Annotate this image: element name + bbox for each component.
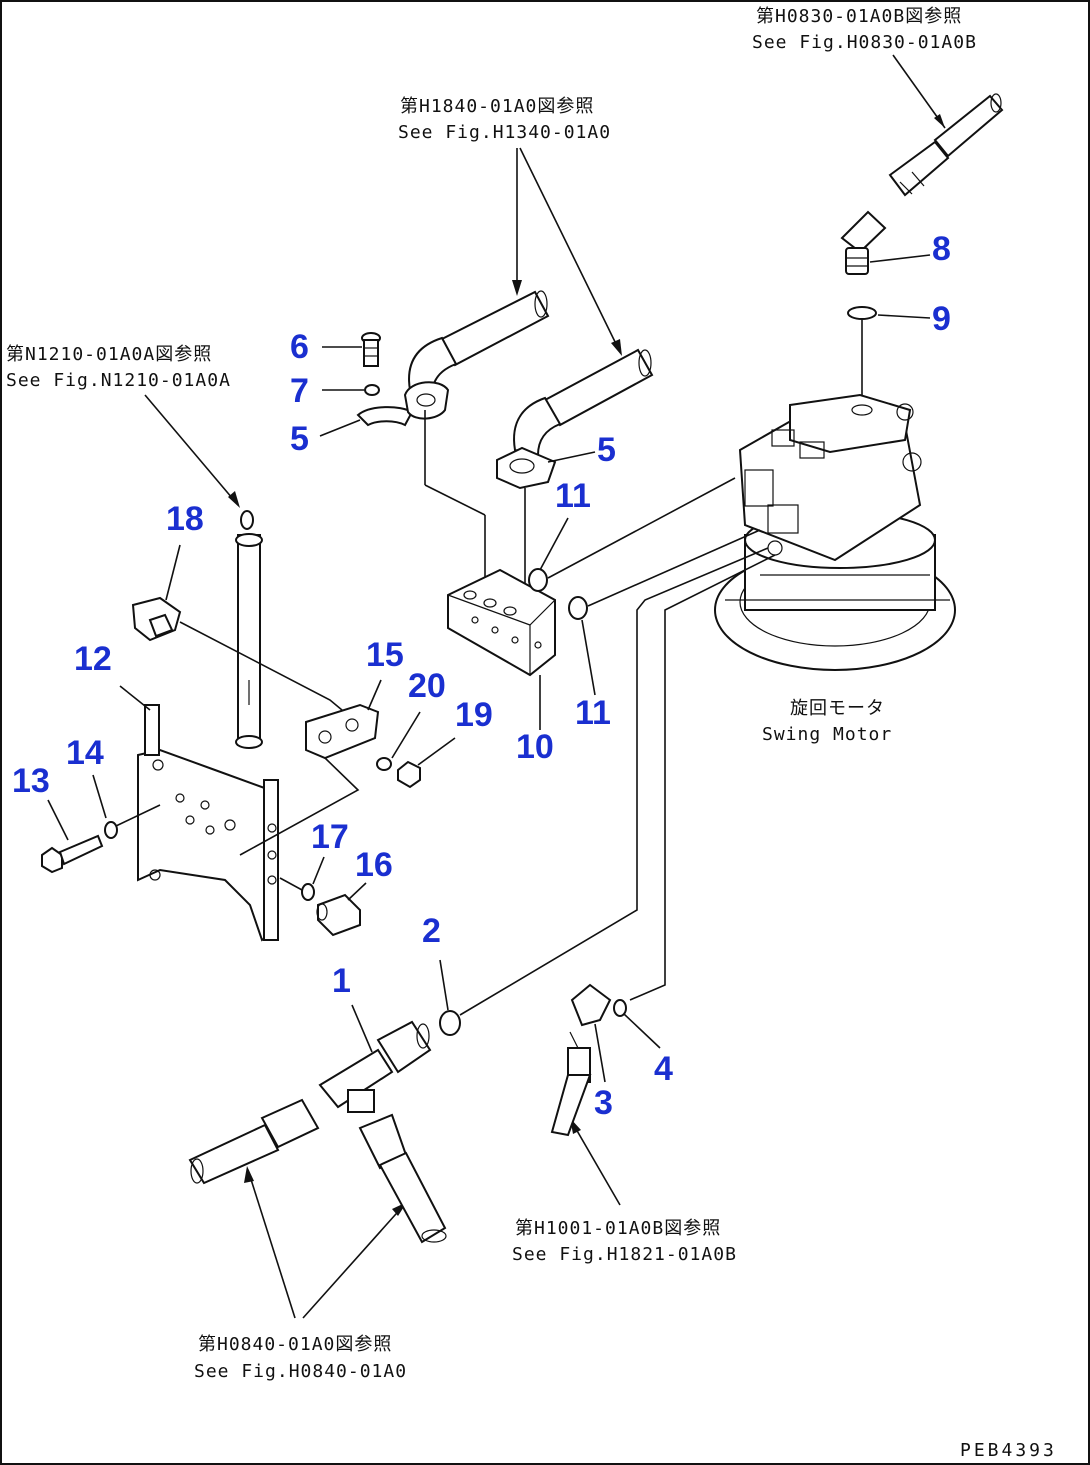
leader-5-right: [547, 451, 596, 463]
callout-2: 2: [422, 912, 441, 950]
nut-19: [397, 760, 421, 789]
leader-15: [367, 679, 382, 711]
bolt-13: [41, 834, 104, 874]
manifold-block-10: [447, 568, 556, 677]
callout-10: 10: [516, 728, 554, 766]
leader-11-lower-motor: [587, 529, 761, 607]
callout-14: 14: [66, 734, 104, 772]
leader-18: [165, 544, 181, 601]
flange-5-right: [496, 446, 557, 490]
leader-motor-to-2: [459, 547, 769, 1016]
ref-bottom-mid-jp: 第H1001-01A0B図参照: [515, 1218, 721, 1239]
leader-16: [347, 882, 367, 901]
leader-11-upper: [539, 517, 569, 571]
leader-8: [869, 254, 931, 263]
leader-2: [439, 959, 449, 1011]
callout-18: 18: [166, 500, 204, 538]
callout-12: 12: [74, 640, 112, 678]
o-ring-11-lower: [568, 596, 588, 620]
callout-19: 19: [455, 696, 493, 734]
motor-label-en: Swing Motor: [762, 724, 892, 745]
leader-11-upper-motor: [547, 477, 736, 579]
callout-15: 15: [366, 636, 404, 674]
leader-4: [623, 1013, 661, 1049]
leader-14: [92, 774, 107, 819]
callout-7: 7: [290, 372, 309, 410]
leader-12: [119, 685, 151, 711]
bolt-6: [361, 332, 381, 367]
ref-top-right-jp: 第H0830-01A0B図参照: [756, 6, 962, 27]
hose-bottom-left-b: [358, 1113, 447, 1244]
plate-15: [305, 703, 380, 760]
bracket-clamp-18: [131, 596, 182, 642]
swing-motor: [714, 393, 956, 671]
leader-5-left: [319, 419, 361, 437]
ref-bottom-mid-en: See Fig.H1821-01A0B: [512, 1244, 737, 1265]
tee-fitting-1: [318, 1020, 432, 1113]
callout-13: 13: [12, 762, 50, 800]
hose-top-right: [888, 93, 1004, 197]
callout-6: 6: [290, 328, 309, 366]
o-ring-9: [847, 306, 877, 320]
callout-1: 1: [332, 962, 351, 1000]
o-ring-2: [439, 1010, 461, 1036]
callout-5-right: 5: [597, 431, 616, 469]
leader-19: [417, 737, 456, 766]
washer-20: [376, 757, 392, 771]
leader-13: [47, 799, 69, 841]
ref-bottom-left-jp: 第H0840-01A0図参照: [198, 1334, 392, 1355]
clamp-5-left: [356, 406, 414, 427]
bracket-plate-12: [137, 704, 279, 942]
ref-top-mid-en: See Fig.H1340-01A0: [398, 122, 611, 143]
elbow-fitting-3: [550, 983, 612, 1137]
leader-17-bracket: [279, 877, 303, 891]
bolt-16: [316, 893, 361, 937]
elbow-fitting-8: [840, 210, 887, 275]
leader-18-to-15: [179, 621, 361, 726]
ref-top-mid-jp: 第H1840-01A0図参照: [400, 96, 594, 117]
drawing-code: PEB4393: [960, 1440, 1057, 1461]
callout-20: 20: [408, 667, 446, 705]
callout-11-upper: 11: [555, 477, 591, 515]
ref-top-right-en: See Fig.H0830-01A0B: [752, 32, 977, 53]
callout-11-lower: 11: [575, 694, 611, 732]
callout-4: 4: [654, 1050, 673, 1088]
washer-17: [301, 883, 315, 901]
motor-label-jp: 旋回モータ: [790, 698, 885, 719]
washer-7: [364, 384, 380, 396]
hose-bottom-left-a: [188, 1098, 320, 1185]
leader-hose-block-b: [424, 484, 486, 516]
leader-motor-to-4: [629, 554, 776, 1001]
leader-15-to-bracket: [239, 757, 360, 856]
leader-20: [391, 711, 421, 759]
hose-middle-right: [513, 348, 654, 457]
hose-middle-left: [408, 290, 550, 397]
ref-bottom-left-en: See Fig.H0840-01A0: [194, 1361, 407, 1382]
washer-14: [104, 821, 118, 839]
leader-9: [877, 314, 931, 319]
leader-3: [594, 1023, 606, 1083]
leader-1: [351, 1004, 373, 1053]
callout-9: 9: [932, 300, 951, 338]
callout-8: 8: [932, 230, 951, 268]
tube-rod: [235, 510, 263, 749]
leader-11-lower: [581, 619, 596, 696]
ref-left-en: See Fig.N1210-01A0A: [6, 370, 231, 391]
callout-5-left: 5: [290, 420, 309, 458]
clamp-upper-left: [403, 381, 450, 420]
callout-16: 16: [355, 846, 393, 884]
callout-3: 3: [594, 1084, 613, 1122]
ref-left-jp: 第N1210-01A0A図参照: [6, 344, 212, 365]
callout-17: 17: [311, 818, 349, 856]
leader-17: [312, 856, 325, 885]
o-ring-4: [613, 999, 627, 1017]
o-ring-11-upper: [528, 568, 548, 592]
leader-13-14: [115, 804, 161, 827]
